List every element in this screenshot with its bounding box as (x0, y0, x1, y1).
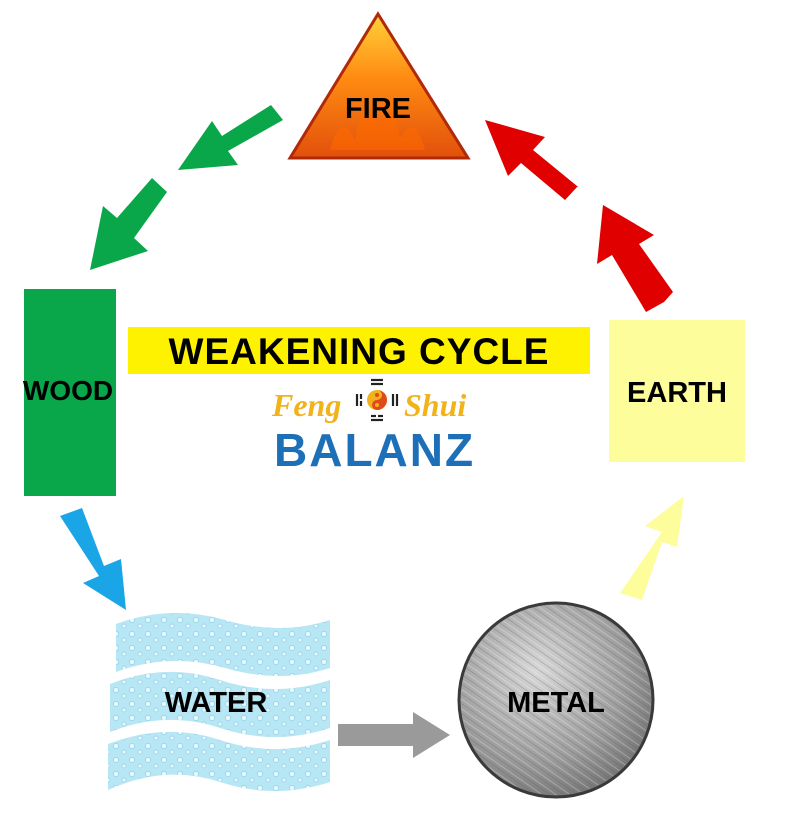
fire-label: FIRE (345, 93, 411, 125)
water-label: WATER (165, 687, 268, 719)
logo-word-feng: Feng (272, 387, 342, 423)
arrow-metal-to-earth (620, 496, 684, 600)
diagram-title: WEAKENING CYCLE (168, 331, 550, 372)
earth-node: EARTH (609, 320, 745, 462)
wood-label: WOOD (23, 375, 113, 406)
title-band (128, 327, 590, 374)
metal-label: METAL (507, 687, 605, 719)
arrow-earth-to-fire (485, 120, 673, 312)
bagua-icon (355, 378, 399, 422)
fire-node: FIRE (287, 11, 471, 160)
water-node: WATER (108, 612, 330, 791)
logo-word-balanz: BALANZ (274, 424, 476, 476)
brand-logo: Feng Shui BALANZ (262, 375, 482, 485)
arrow-wood-to-water (60, 508, 126, 610)
metal-node: METAL (457, 601, 655, 799)
logo-word-shui: Shui (404, 387, 467, 423)
earth-label: EARTH (627, 377, 727, 409)
arrow-fire-to-wood (90, 105, 283, 270)
wood-node: WOOD (23, 289, 116, 496)
arrow-water-to-metal (338, 712, 450, 758)
